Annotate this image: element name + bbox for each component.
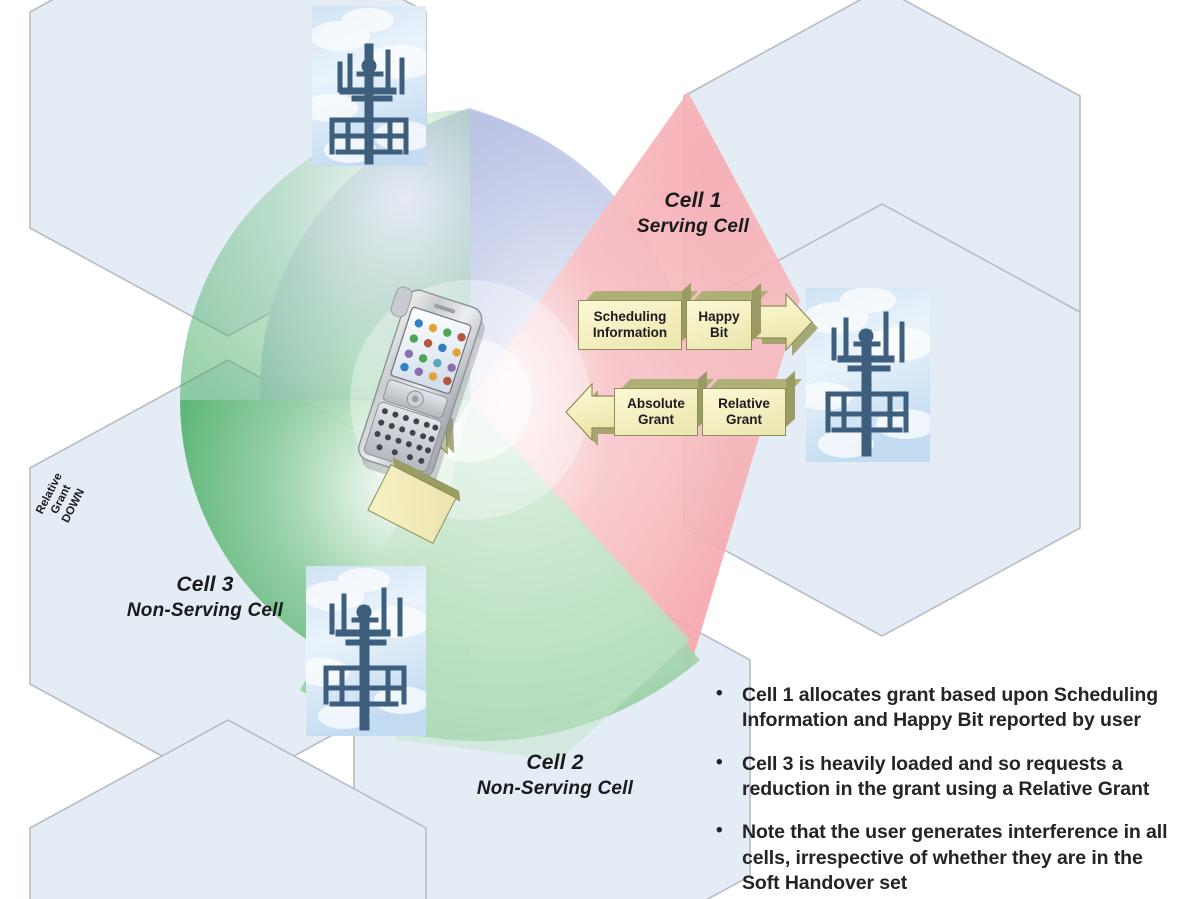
notes-list: Cell 1 allocates grant based upon Schedu… — [710, 682, 1180, 899]
happy-bit-label: Happy Bit — [698, 309, 740, 340]
hexagon-cells-lower — [29, 719, 427, 899]
cell1-role: Serving Cell — [636, 215, 750, 237]
cell2-name: Cell 2 — [526, 751, 584, 774]
note-item-2: Cell 3 is heavily loaded and so requests… — [710, 751, 1180, 803]
uplink-arrow-to-cell1 — [755, 292, 818, 356]
user-equipment — [357, 286, 485, 487]
msgbox-relative-grant: Relative Grant — [702, 370, 803, 436]
note-item-3: Note that the user generates interferenc… — [710, 819, 1180, 896]
downlink-arrow-from-cell1 — [565, 382, 626, 446]
hexagon-low-left — [29, 719, 427, 899]
cell-label-cell3: Cell 3 Non-Serving Cell — [60, 572, 350, 623]
tower-cell2-bottom — [306, 566, 426, 736]
relative-grant-label: Relative Grant — [718, 396, 770, 427]
msgbox-scheduling-information: Scheduling Information — [578, 282, 699, 350]
msgbox-absolute-grant: Absolute Grant — [614, 370, 715, 436]
cell3-name: Cell 3 — [176, 573, 234, 596]
screen-app-icons — [400, 319, 466, 386]
tower-cell1-right — [806, 288, 930, 462]
cell2-role: Non-Serving Cell — [476, 777, 634, 799]
msgbox-relative-grant-down — [358, 425, 488, 555]
cell-label-cell1: Cell 1 Serving Cell — [578, 188, 808, 239]
absolute-grant-label: Absolute Grant — [627, 396, 685, 427]
tower-cell3-top — [312, 6, 426, 166]
msgbox-happy-bit: Happy Bit — [686, 282, 769, 350]
cell1-name: Cell 1 — [664, 189, 722, 212]
cell-label-cell2: Cell 2 Non-Serving Cell — [410, 750, 700, 801]
note-item-1: Cell 1 allocates grant based upon Schedu… — [710, 682, 1180, 734]
cell3-role: Non-Serving Cell — [126, 599, 284, 621]
scheduling-information-label: Scheduling Information — [592, 309, 668, 340]
